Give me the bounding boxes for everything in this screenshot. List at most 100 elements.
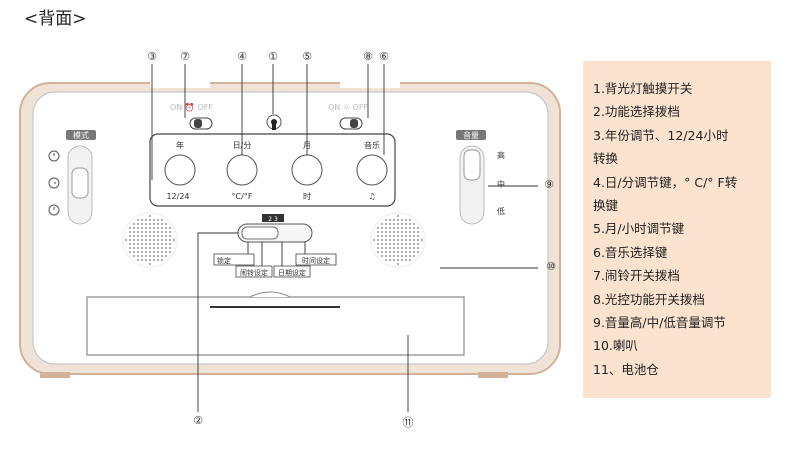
speaker-hole bbox=[141, 251, 143, 253]
speaker-hole bbox=[133, 243, 135, 245]
speaker-hole bbox=[405, 231, 407, 233]
speaker-hole bbox=[405, 235, 407, 237]
right-slider-label: 音量 bbox=[463, 130, 479, 140]
button-bottom-temp: °C/°F bbox=[232, 192, 253, 201]
music-button bbox=[356, 154, 388, 186]
volume-low: 低 bbox=[497, 206, 505, 216]
speaker-hole bbox=[401, 227, 403, 229]
speaker-hole bbox=[165, 227, 167, 229]
speaker-hole bbox=[157, 243, 159, 245]
speaker-hole bbox=[377, 251, 379, 253]
speaker-hole bbox=[401, 223, 403, 225]
speaker-hole bbox=[377, 227, 379, 229]
speaker-hole bbox=[381, 231, 383, 233]
alarm-switch-label: ON ⏰ OFF bbox=[170, 102, 213, 112]
speaker-hole bbox=[141, 219, 143, 221]
speaker-hole bbox=[165, 231, 167, 233]
speaker-hole bbox=[413, 247, 415, 249]
callout-5: ⑤ bbox=[302, 50, 312, 63]
speaker-hole bbox=[153, 255, 155, 257]
speaker-hole bbox=[157, 223, 159, 225]
speaker-hole bbox=[381, 227, 383, 229]
speaker-hole bbox=[389, 239, 391, 241]
callout-3: ③ bbox=[147, 50, 157, 63]
speaker-hole bbox=[161, 231, 163, 233]
speaker-hole bbox=[141, 223, 143, 225]
speaker-hole bbox=[377, 235, 379, 237]
speaker-hole bbox=[389, 227, 391, 229]
speaker-hole bbox=[385, 259, 387, 261]
speaker-hole bbox=[397, 251, 399, 253]
speaker-hole bbox=[389, 231, 391, 233]
speaker-hole bbox=[149, 227, 151, 229]
speaker-hole bbox=[393, 243, 395, 245]
speaker-hole bbox=[397, 263, 399, 265]
speaker-hole bbox=[137, 231, 139, 233]
speaker-hole bbox=[153, 243, 155, 245]
speaker-hole bbox=[169, 231, 171, 233]
alarm-bell-icon bbox=[48, 150, 60, 216]
speaker-hole bbox=[385, 227, 387, 229]
speaker-hole bbox=[397, 223, 399, 225]
speaker-hole bbox=[145, 239, 147, 241]
speaker-hole bbox=[165, 247, 167, 249]
speaker-hole bbox=[381, 235, 383, 237]
speaker-hole bbox=[153, 239, 155, 241]
speaker-hole bbox=[397, 227, 399, 229]
buttons bbox=[164, 154, 388, 186]
speaker-hole bbox=[397, 259, 399, 261]
speaker-hole bbox=[129, 243, 131, 245]
speaker-hole bbox=[133, 239, 135, 241]
speaker-hole bbox=[157, 247, 159, 249]
button-bottom-hour: 时 bbox=[303, 191, 311, 201]
speaker-hole bbox=[133, 223, 135, 225]
speaker-hole bbox=[401, 219, 403, 221]
speaker-hole bbox=[149, 223, 151, 225]
speaker-hole bbox=[417, 247, 419, 249]
speaker-hole bbox=[133, 231, 135, 233]
speaker-hole bbox=[389, 255, 391, 257]
speaker-hole bbox=[133, 235, 135, 237]
mode-date: 日期设定 bbox=[278, 268, 306, 277]
speaker-hole bbox=[161, 243, 163, 245]
speaker-hole bbox=[149, 219, 151, 221]
speaker-hole bbox=[141, 247, 143, 249]
speaker-hole bbox=[145, 227, 147, 229]
speaker-hole bbox=[385, 243, 387, 245]
speaker-hole bbox=[129, 231, 131, 233]
legend-item: 11、电池仓 bbox=[593, 361, 659, 377]
speaker-hole bbox=[149, 215, 151, 217]
speaker-hole bbox=[133, 251, 135, 253]
mode-top-label: 2 3 bbox=[268, 216, 278, 223]
speaker-hole bbox=[413, 255, 415, 257]
speaker-hole bbox=[145, 255, 147, 257]
speaker-hole bbox=[401, 239, 403, 241]
speaker-hole bbox=[393, 251, 395, 253]
speaker-hole bbox=[169, 227, 171, 229]
speaker-hole bbox=[169, 251, 171, 253]
speaker-hole bbox=[401, 259, 403, 261]
speaker-hole bbox=[405, 239, 407, 241]
speaker-hole bbox=[393, 219, 395, 221]
speaker-hole bbox=[137, 247, 139, 249]
speaker-hole bbox=[145, 251, 147, 253]
legend-item: 2.功能选择拨档 bbox=[593, 104, 680, 120]
speaker-hole bbox=[169, 243, 171, 245]
callout-10: ⑩ bbox=[546, 260, 556, 273]
speaker-hole bbox=[409, 239, 411, 241]
legend-item: 3.年份调节、12/24小时 bbox=[593, 127, 729, 143]
speaker-hole bbox=[161, 239, 163, 241]
legend-panel: 1.背光灯触摸开关 2.功能选择拨档 3.年份调节、12/24小时 转换 4.日… bbox=[583, 61, 771, 398]
speaker-hole bbox=[153, 219, 155, 221]
speaker-hole bbox=[405, 259, 407, 261]
button-top-year: 年 bbox=[176, 140, 184, 150]
speaker-hole bbox=[405, 251, 407, 253]
speaker-hole bbox=[145, 243, 147, 245]
speaker-hole bbox=[409, 259, 411, 261]
speaker-hole bbox=[137, 239, 139, 241]
speaker-hole bbox=[145, 235, 147, 237]
speaker-hole bbox=[149, 231, 151, 233]
button-panel bbox=[149, 133, 396, 207]
speaker-hole bbox=[397, 255, 399, 257]
speaker-hole bbox=[141, 239, 143, 241]
